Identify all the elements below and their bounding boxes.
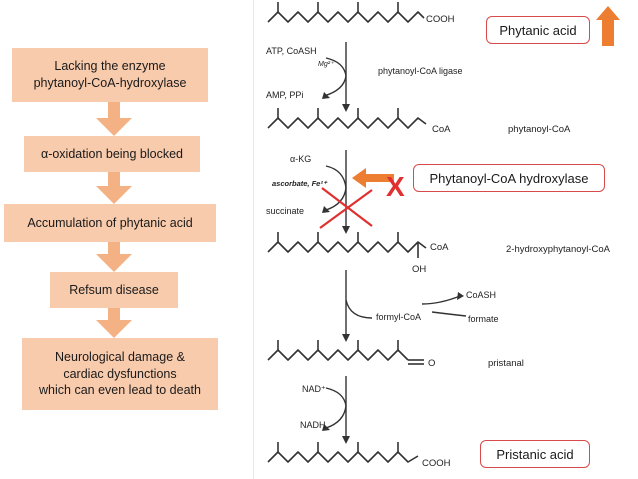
pristanic-acid-text: Pristanic acid (496, 446, 574, 462)
label-amp-ppi: AMP, PPi (266, 90, 303, 100)
label-phytanoyl-coa: phytanoyl-CoA (508, 124, 571, 135)
label-coa-1: CoA (432, 124, 451, 135)
label-akg: α-KG (290, 154, 311, 164)
reaction-curve-4 (325, 387, 347, 429)
reaction-curve-1 (323, 57, 347, 97)
label-nadh: NADH (300, 420, 326, 430)
flow-step-alpha-oxidation: α-oxidation being blocked (24, 136, 200, 172)
label-pristanal: pristanal (488, 358, 524, 369)
label-ligase: phytanoyl-CoA ligase (378, 66, 463, 76)
flow-step-enzyme-line1: Lacking the enzyme (54, 59, 166, 74)
label-hydroxy-coa: 2-hydroxyphytanoyl-CoA (506, 244, 611, 255)
up-arrow-icon (596, 6, 620, 46)
reaction-curve-3 (345, 299, 373, 319)
flow-arrow-1 (96, 102, 132, 136)
label-ascorbate: ascorbate, Fe²⁺ (272, 179, 328, 188)
molecule-phytanic-acid (267, 11, 425, 23)
label-succinate: succinate (266, 206, 304, 216)
flow-step-refsum-text: Refsum disease (69, 282, 159, 297)
label-oh: OH (412, 264, 426, 275)
molecule-pristanic-acid (267, 451, 419, 463)
label-box-hydroxylase: Phytanoyl-CoA hydroxylase (413, 164, 605, 192)
molecule-2-hydroxyphytanoyl-coa (267, 241, 427, 253)
block-x-mark: X (386, 171, 405, 202)
molecule-pristanal (267, 349, 409, 361)
flow-arrows (96, 102, 132, 338)
reaction-curve-2 (325, 165, 347, 211)
flow-step-enzyme: Lacking the enzyme phytanoyl-CoA-hydroxy… (12, 48, 208, 102)
blocked-step-cross (319, 187, 373, 229)
label-o: O (428, 358, 435, 369)
label-box-pristanic-acid: Pristanic acid (480, 440, 590, 468)
label-cooh-top: COOH (426, 14, 455, 25)
label-coa-2: CoA (430, 242, 449, 253)
label-atp-coash: ATP, CoASH (266, 46, 317, 56)
hydroxylase-text: Phytanoyl-CoA hydroxylase (429, 170, 589, 186)
label-mg: Mg²⁺ (318, 61, 335, 68)
flow-arrow-3 (96, 242, 132, 272)
label-formate: formate (468, 314, 499, 324)
label-box-phytanic-acid: Phytanic acid (486, 16, 590, 44)
flow-step-accumulation-text: Accumulation of phytanic acid (27, 215, 193, 230)
orange-pointer-arrow (352, 168, 394, 188)
flow-step-consequences-line1: Neurological damage & (55, 349, 185, 364)
label-cooh-bottom: COOH (422, 458, 451, 469)
label-formyl-coa: formyl-CoA (376, 312, 421, 322)
flow-step-consequences-line2: cardiac dysfunctions (63, 366, 177, 381)
flow-step-enzyme-line2: phytanoyl-CoA-hydroxylase (33, 76, 187, 90)
label-coash: CoASH (466, 290, 496, 300)
flow-step-consequences-line3: which can even lead to death (39, 383, 201, 398)
flow-step-accumulation: Accumulation of phytanic acid (4, 204, 216, 242)
flow-arrow-2 (96, 172, 132, 204)
flow-step-refsum: Refsum disease (50, 272, 178, 308)
molecule-phytanoyl-coa (267, 117, 427, 129)
phytanic-acid-text: Phytanic acid (499, 22, 577, 38)
flow-arrow-4 (96, 308, 132, 338)
flow-step-alpha-oxidation-text: α-oxidation being blocked (40, 146, 184, 161)
label-nad: NAD⁺ (302, 384, 326, 394)
flow-step-consequences: Neurological damage & cardiac dysfunctio… (22, 338, 218, 410)
